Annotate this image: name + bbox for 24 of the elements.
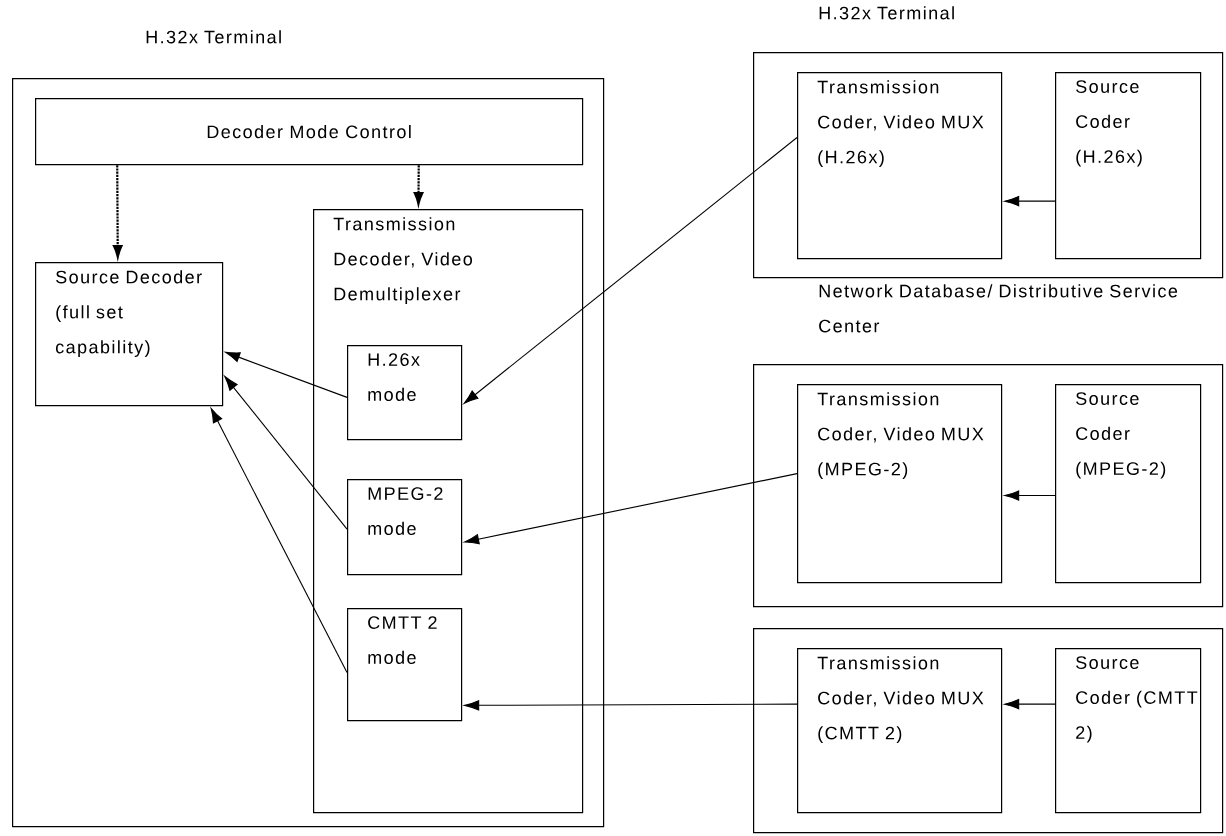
node-label: Network Database/ Distributive Service Center <box>819 284 1178 333</box>
arrow <box>464 700 798 711</box>
arrow <box>210 407 348 674</box>
frame-box <box>753 628 1224 834</box>
node-label: H.32x Terminal <box>819 6 954 20</box>
arrow <box>1004 196 1056 207</box>
arrow <box>463 136 798 404</box>
coder-box: Source Coder (CMTT 2) <box>1055 648 1202 814</box>
decoder-box: Source Decoder (full set capability) <box>35 262 224 407</box>
coder-box: Transmission Coder, Video MUX (CMTT 2) <box>797 648 1003 814</box>
mode-box: CMTT 2 mode <box>347 608 463 722</box>
coder-box: Transmission Coder, Video MUX (H.26x) <box>797 72 1003 260</box>
mode-box: MPEG-2 mode <box>347 479 463 576</box>
arrow <box>464 473 798 545</box>
coder-box: Source Coder (MPEG-2) <box>1055 384 1202 584</box>
node-label: H.32x Terminal <box>146 30 281 44</box>
coder-box: Transmission Coder, Video MUX (MPEG-2) <box>797 384 1003 584</box>
arrow <box>1004 699 1056 710</box>
control-box: Decoder Mode Control <box>35 98 584 166</box>
arrow <box>1004 490 1056 501</box>
mode-box: H.26x mode <box>347 345 463 441</box>
arrow <box>224 375 348 530</box>
arrow <box>225 351 348 398</box>
coder-box: Source Coder (H.26x) <box>1055 72 1202 260</box>
